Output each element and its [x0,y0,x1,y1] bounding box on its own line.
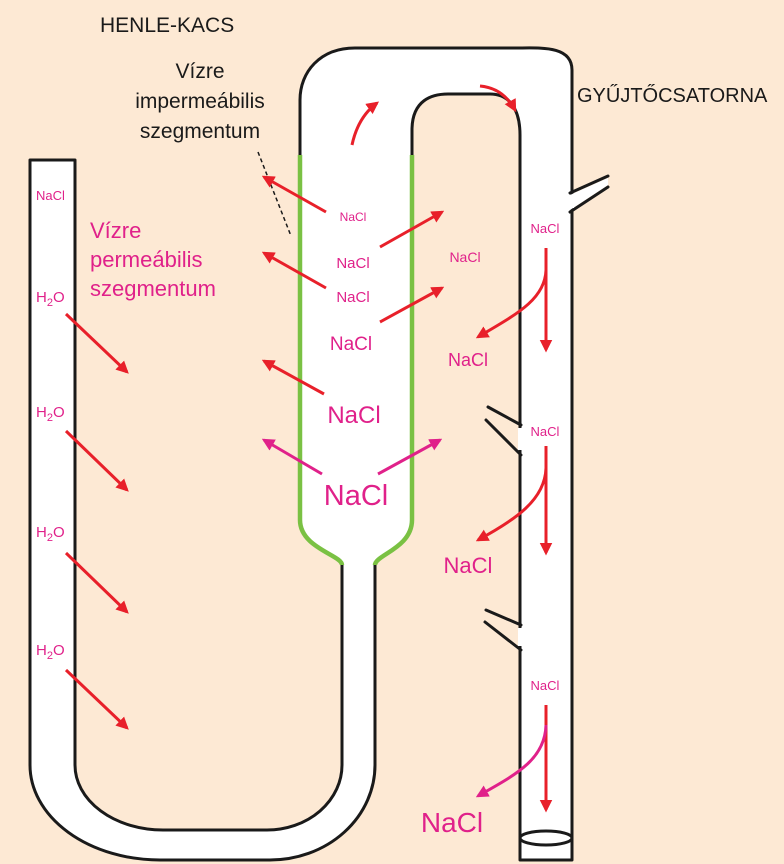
henle-loop-title: HENLE-KACS [100,14,234,37]
nacl-label-ascending-4: NaCl [330,334,372,355]
nacl-label-ascending-3: NaCl [336,289,369,306]
nacl-arrow-left-4 [261,438,323,476]
nacl-label-duct-out-2: NaCl [444,553,493,578]
nacl-label-duct-1: NaCl [531,221,560,236]
duct-branch-top-outline [568,174,610,214]
permeable-label-line2: permeábilis [90,247,203,272]
h2o-arrow-2 [64,429,129,492]
nacl-arrow-right-1 [379,210,445,249]
nacl-arrow-left-1 [261,175,327,214]
nacl-label-duct-3: NaCl [531,678,560,693]
nacl-label-ascending-1: NaCl [340,210,367,224]
nacl-arrow-left-3 [261,359,325,396]
duct-arrow-out-3 [475,724,548,798]
h2o-label-2: H2O [36,404,65,424]
flow-arrow-up [350,101,380,146]
duct-arrow-out-1 [475,269,548,339]
duct-branch-middle-outline [484,405,523,457]
flow-arrow-right [479,84,517,113]
impermeable-segment-left [297,155,345,566]
nacl-label-ascending-2: NaCl [336,255,369,272]
h2o-arrow-4 [64,668,129,730]
impermeable-pointer-line [257,151,292,237]
permeable-label-line1: Vízre [90,218,141,243]
nacl-label-ascending-5: NaCl [327,402,380,429]
duct-branch-bottom-outline [483,608,523,652]
h2o-label-1: H2O [36,289,65,309]
duct-branch-top [570,178,608,210]
nacl-arrow-right-2 [379,286,445,324]
nacl-label-descending: NaCl [36,188,65,203]
nacl-label-interstitium: NaCl [449,249,480,265]
impermeable-label-line1: Vízre [175,60,224,83]
h2o-arrow-1 [64,312,129,374]
nacl-arrow-right-4 [377,438,443,476]
permeable-label-line3: szegmentum [90,276,216,301]
h2o-label-4: H2O [36,642,65,662]
duct-arrow-out-2 [475,467,548,542]
impermeable-label-line3: szegmentum [140,120,260,143]
nacl-label-duct-2: NaCl [531,424,560,439]
h2o-label-3: H2O [36,524,65,544]
nacl-label-ascending-6: NaCl [324,480,388,512]
impermeable-label-line2: impermeábilis [135,90,265,113]
impermeable-segment-right [372,155,415,566]
nacl-arrow-left-2 [261,251,327,290]
duct-opening [518,829,574,847]
h2o-arrow-3 [64,551,129,614]
nacl-label-duct-out-1: NaCl [448,350,488,370]
collecting-duct-label: GYŰJTŐCSATORNA [577,84,768,107]
nacl-label-duct-out-3: NaCl [421,807,483,838]
